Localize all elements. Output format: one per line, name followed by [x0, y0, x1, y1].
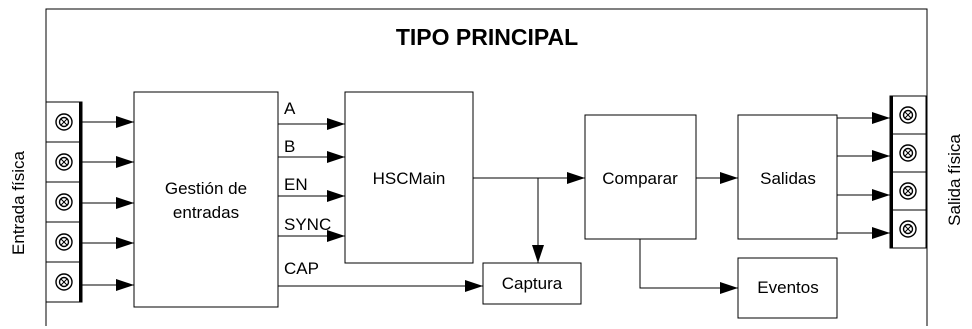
arrowhead [116, 197, 134, 209]
signal-label-b: B [284, 137, 295, 156]
captura-block [482, 262, 582, 305]
signal-label-en: EN [284, 175, 308, 194]
gestion-entradas-block [133, 91, 279, 308]
arrowhead [327, 118, 345, 130]
eventos-label: Eventos [757, 278, 818, 297]
arrowhead [116, 156, 134, 168]
salidas-block [737, 114, 838, 240]
comparar-label: Comparar [602, 169, 678, 188]
signal-label-sync: SYNC [284, 215, 331, 234]
arrowhead [720, 172, 738, 184]
screw-terminal-icon [899, 144, 917, 162]
arrowhead [116, 237, 134, 249]
salidas-label: Salidas [760, 169, 816, 188]
signal-label-a: A [284, 99, 296, 118]
screw-terminal-icon [899, 220, 917, 238]
comparar-to-eventos-wire [639, 239, 738, 289]
hscmain-block [344, 91, 474, 264]
arrowhead [872, 189, 890, 201]
output-side-label: Salida física [945, 134, 964, 226]
input-terminal-rail [79, 102, 82, 302]
hscmain-label: HSCMain [373, 169, 446, 188]
gestion-entradas-label-line2: entradas [173, 203, 239, 222]
arrowhead [567, 172, 585, 184]
diagram-title: TIPO PRINCIPAL [396, 24, 578, 50]
screw-terminal-icon [55, 113, 73, 131]
signal-label-cap: CAP [284, 259, 319, 278]
input-terminal-strip [45, 101, 83, 303]
gestion-entradas-label-line1: Gestión de [165, 179, 247, 198]
arrowhead [327, 151, 345, 163]
arrowhead [532, 245, 544, 263]
arrowhead [116, 116, 134, 128]
screw-terminal-icon [55, 193, 73, 211]
arrowhead [465, 280, 483, 292]
arrowhead [872, 150, 890, 162]
screw-terminal-icon [55, 153, 73, 171]
screw-terminal-icon [55, 273, 73, 291]
output-terminal-strip [889, 95, 927, 249]
output-terminal-rail [890, 96, 893, 248]
arrowhead [872, 112, 890, 124]
connection-wires [82, 112, 890, 294]
screw-terminal-icon [55, 233, 73, 251]
screw-terminal-icon [899, 182, 917, 200]
captura-label: Captura [502, 274, 563, 293]
arrowhead [327, 230, 345, 242]
comparar-block [584, 114, 697, 240]
input-side-label: Entrada física [9, 150, 28, 254]
arrowhead [872, 227, 890, 239]
screw-terminal-icon [899, 106, 917, 124]
arrowhead [327, 190, 345, 202]
arrowhead [720, 282, 738, 294]
arrowhead [116, 279, 134, 291]
